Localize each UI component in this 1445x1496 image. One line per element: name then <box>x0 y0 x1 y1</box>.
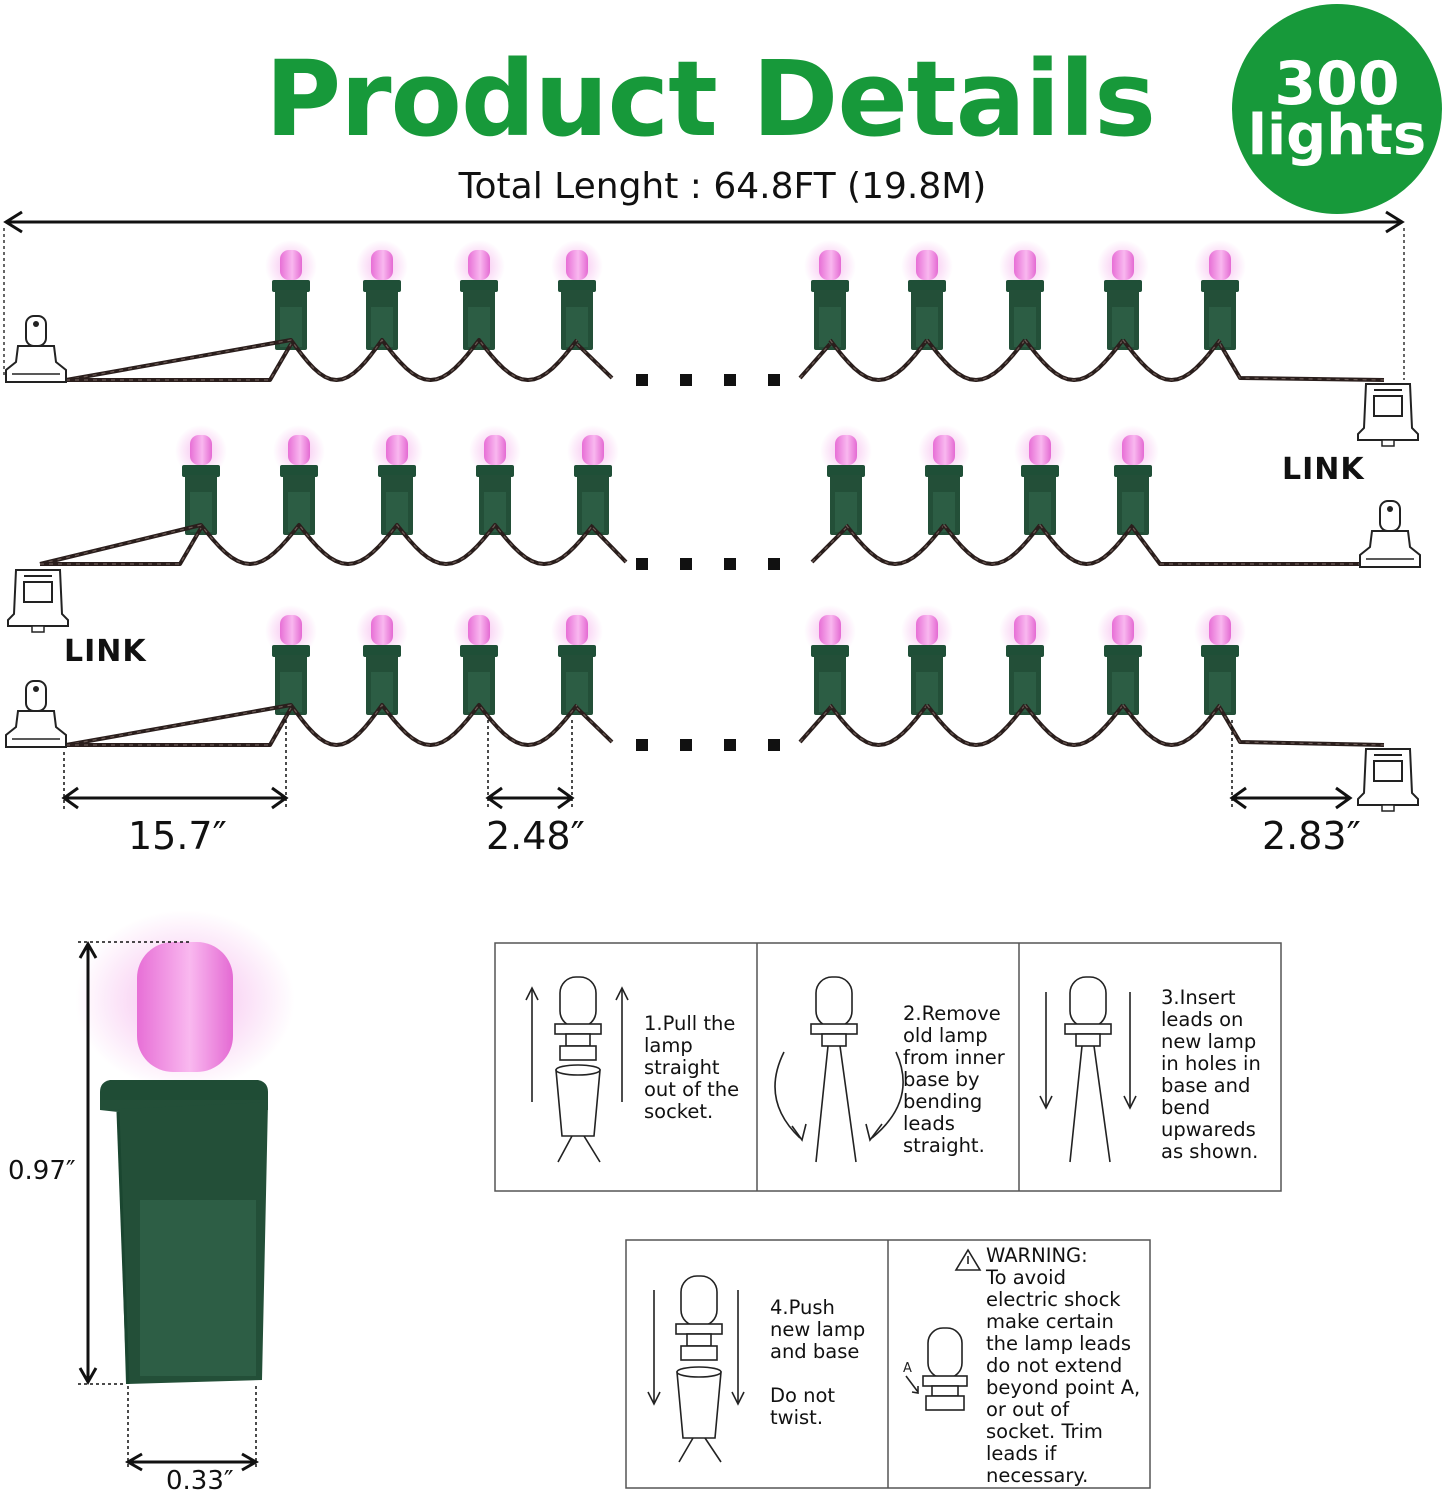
light-bulb <box>273 425 325 535</box>
light-bulb <box>1097 605 1149 715</box>
ellipsis-dot <box>636 739 648 751</box>
warning-illustration <box>905 1248 982 1411</box>
light-bulb <box>1014 425 1066 535</box>
ellipsis-dot <box>724 374 736 386</box>
ellipsis-dot <box>636 558 648 570</box>
tail-length-arrow <box>1229 720 1353 810</box>
light-bulb <box>901 240 953 350</box>
step2-illustration <box>774 976 904 1163</box>
plug-row-2 <box>1359 500 1421 568</box>
total-length-label: Total Lenght : 64.8FT (19.8M) <box>458 166 987 207</box>
light-bulb <box>820 425 872 535</box>
ellipsis-dot <box>680 739 692 751</box>
light-bulb <box>265 240 317 350</box>
ellipsis-dot <box>724 739 736 751</box>
light-bulb <box>1107 425 1159 535</box>
light-bulb <box>551 605 603 715</box>
light-bulb <box>999 605 1051 715</box>
step4-illustration <box>647 1275 745 1463</box>
spacing-label: 2.48″ <box>486 814 585 858</box>
link-label-right: LINK <box>1282 452 1365 487</box>
socket-row-2 <box>7 569 69 633</box>
row-1 <box>265 240 1246 386</box>
light-bulb <box>567 425 619 535</box>
spacing-arrow <box>485 720 575 810</box>
step-4-text: 4.Push new lamp and base Do not twist. <box>770 1296 866 1429</box>
bulb-closeup <box>75 910 295 1385</box>
light-bulb <box>1194 240 1246 350</box>
light-bulb <box>918 425 970 535</box>
light-bulb <box>469 425 521 535</box>
row-3 <box>265 605 1246 751</box>
tail-length-label: 2.83″ <box>1262 814 1361 858</box>
point-a-label: A <box>903 1361 912 1376</box>
light-bulb <box>1097 240 1149 350</box>
step1-illustration <box>525 976 629 1163</box>
page-title: Product Details <box>265 38 1156 160</box>
warning-text: To avoid electric shock make certain the… <box>986 1266 1141 1487</box>
badge-unit: lights <box>1247 102 1427 168</box>
light-bulb <box>1194 605 1246 715</box>
step-2-text: 2.Remove old lamp from inner base by ben… <box>903 1002 1005 1157</box>
instruction-panels <box>494 942 1282 1489</box>
step-1-text: 1.Pull the lamp straight out of the sock… <box>644 1012 740 1123</box>
ellipsis-dot <box>680 558 692 570</box>
ellipsis-dot <box>724 558 736 570</box>
light-bulb <box>356 240 408 350</box>
light-bulb <box>999 240 1051 350</box>
light-bulb <box>453 605 505 715</box>
bulb-height-label: 0.97″ <box>8 1156 76 1186</box>
socket-row-3 <box>1357 748 1419 812</box>
light-bulb <box>265 605 317 715</box>
plug-row-3 <box>5 680 67 748</box>
ellipsis-dot <box>636 374 648 386</box>
light-bulb <box>551 240 603 350</box>
bulb-width-label: 0.33″ <box>166 1466 234 1496</box>
ellipsis-dot <box>768 558 780 570</box>
link-label-left: LINK <box>64 634 147 669</box>
light-bulb <box>804 605 856 715</box>
ellipsis-dot <box>680 374 692 386</box>
total-length-arrow <box>3 210 1405 234</box>
lead-length-label: 15.7″ <box>128 814 227 858</box>
badge-count: 300 <box>1274 48 1400 119</box>
socket-row-1 <box>1357 383 1419 447</box>
light-bulb <box>453 240 505 350</box>
light-bulb <box>371 425 423 535</box>
light-bulb <box>356 605 408 715</box>
ellipsis-dot <box>768 374 780 386</box>
plug-row-1 <box>5 315 67 383</box>
count-badge: 300 lights <box>1232 4 1442 214</box>
row-2 <box>175 425 1159 570</box>
step-3-text: 3.Insert leads on new lamp in holes in b… <box>1161 986 1261 1163</box>
warning-title: WARNING: <box>986 1244 1088 1267</box>
lead-length-arrow <box>61 720 289 810</box>
step3-illustration <box>1039 976 1137 1163</box>
light-bulb <box>901 605 953 715</box>
light-bulb <box>175 425 227 535</box>
ellipsis-dot <box>768 739 780 751</box>
light-bulb <box>804 240 856 350</box>
